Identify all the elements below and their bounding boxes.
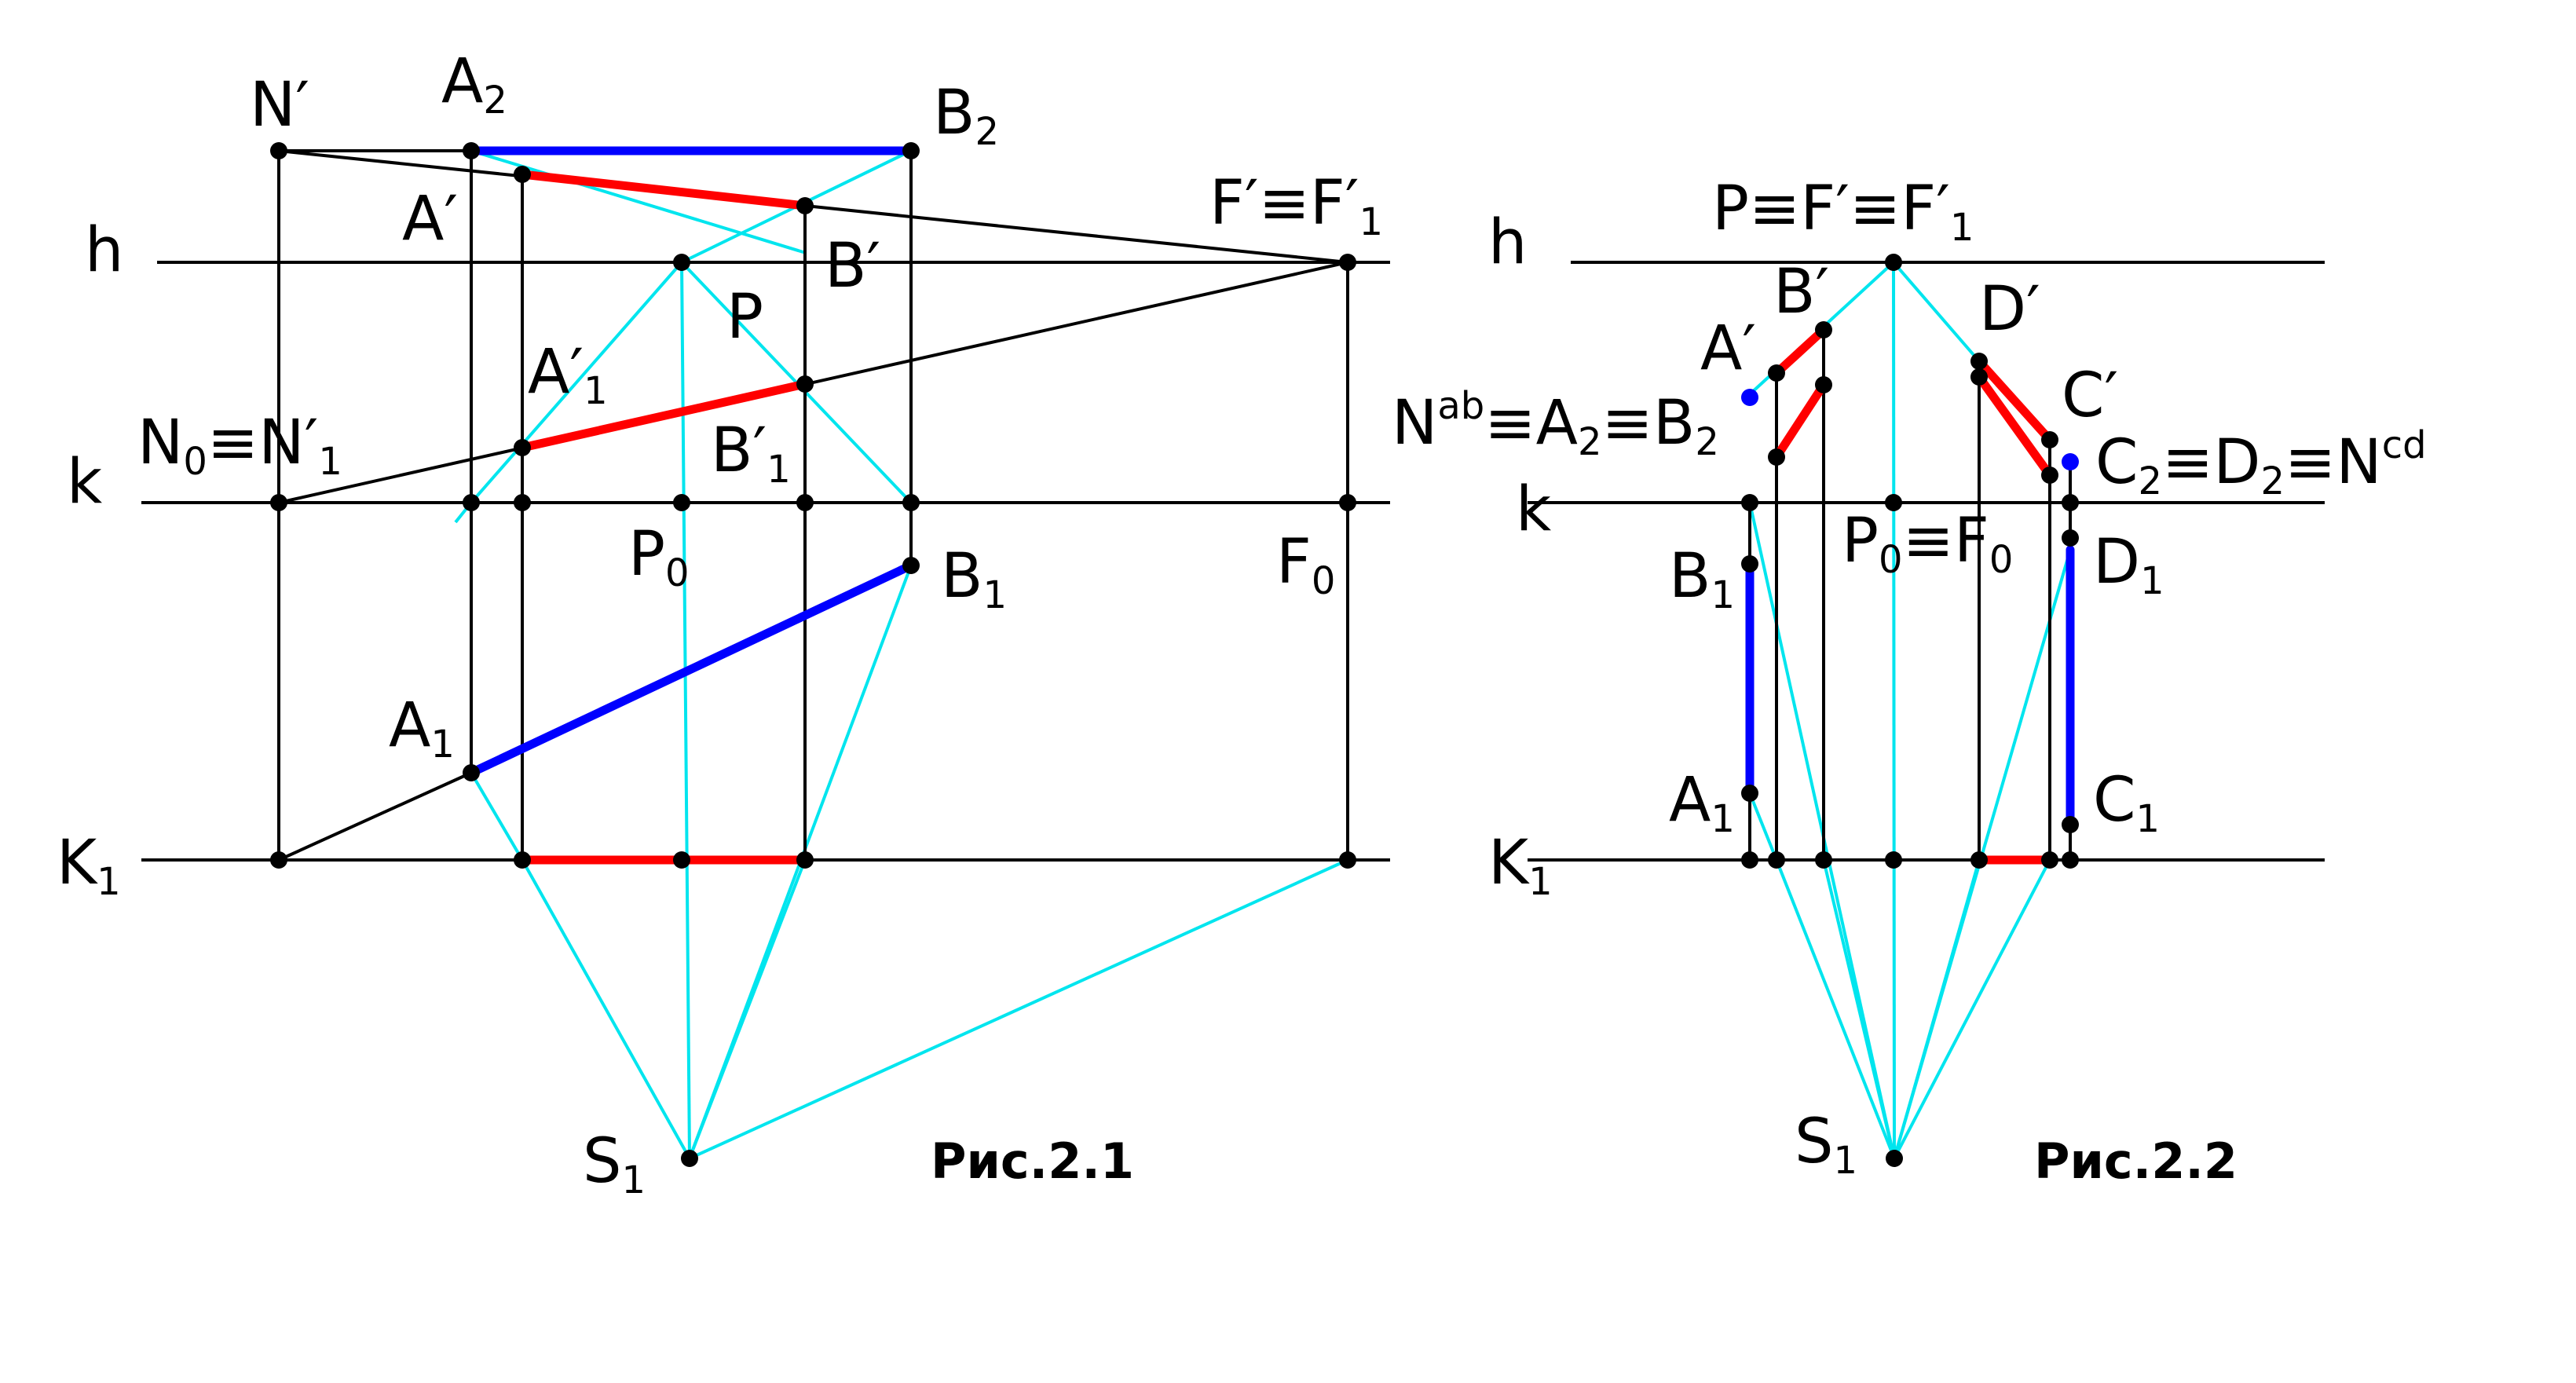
fig1-label-F: F′≡F′1 — [1209, 168, 1383, 244]
fig1-label-A2: A2 — [441, 46, 507, 123]
fig2-labels: h k K1 P≡F′≡F′1 A′ B′ D′ C′ Nab≡A2≡B2 C2… — [1392, 174, 2427, 1190]
fig1-label-S1: S1 — [583, 1126, 646, 1202]
fig1-points — [270, 142, 1356, 1167]
figure-2-1: h k K1 N′ A2 B2 A′ B′ F′≡F′1 P A′1 N0≡N′… — [57, 46, 1390, 1202]
fig1-segment-A1B1 — [467, 561, 916, 777]
fig2-label-Nab: Nab≡A2≡B2 — [1392, 384, 1719, 464]
fig1-label-B-prime: B′ — [825, 231, 880, 302]
figure-2-2: h k K1 P≡F′≡F′1 A′ B′ D′ C′ Nab≡A2≡B2 C2… — [1392, 174, 2427, 1190]
fig2-segment-AB1-prime — [1772, 380, 1828, 462]
fig2-line-label-k: k — [1516, 474, 1551, 545]
fig2-label-D1: D1 — [2093, 527, 2164, 603]
fig1-label-B1-prime: B′1 — [711, 415, 791, 492]
fig2-label-C1: C1 — [2093, 765, 2160, 841]
fig2-construction-lines — [1528, 261, 2325, 862]
fig2-label-C2: C2≡D2≡Ncd — [2095, 423, 2427, 503]
fig2-label-S1: S1 — [1795, 1107, 1857, 1183]
fig1-label-A1: A1 — [389, 690, 455, 767]
fig2-label-B-prime: B′ — [1773, 257, 1829, 327]
fig1-caption: Рис.2.1 — [931, 1132, 1134, 1190]
fig1-label-A-prime: A′ — [402, 184, 458, 254]
fig2-label-A-prime: A′ — [1700, 313, 1756, 384]
fig2-caption: Рис.2.2 — [2034, 1132, 2238, 1190]
fig2-label-B1: B1 — [1669, 541, 1735, 617]
fig2-label-A1: A1 — [1669, 765, 1735, 841]
fig1-line-label-h: h — [85, 215, 123, 286]
fig2-segment-DC-prime — [1974, 357, 2055, 445]
fig1-construction-lines — [141, 149, 1390, 862]
fig1-segments — [467, 146, 916, 865]
fig2-blue-points — [1741, 389, 2079, 470]
fig1-label-P0: P0 — [628, 519, 690, 595]
fig1-label-F0: F0 — [1276, 527, 1335, 603]
fig1-labels: h k K1 N′ A2 B2 A′ B′ F′≡F′1 P A′1 N0≡N′… — [57, 46, 1383, 1202]
fig1-label-N0: N0≡N′1 — [137, 408, 342, 484]
fig1-label-A1-prime: A′1 — [528, 337, 608, 413]
fig1-label-B2: B2 — [933, 78, 999, 154]
fig2-line-label-h: h — [1488, 207, 1527, 278]
fig1-line-label-k: k — [67, 447, 102, 518]
fig2-line-label-K1: K1 — [1488, 828, 1553, 904]
fig1-segment-AB-prime — [518, 170, 810, 210]
fig2-label-D-prime: D′ — [1979, 274, 2040, 345]
fig2-segments — [1745, 325, 2075, 865]
fig1-label-N-prime: N′ — [250, 70, 309, 141]
fig2-label-C-prime: C′ — [2062, 360, 2118, 431]
fig2-segment-DC1-prime — [1974, 372, 2055, 480]
fig1-segment-A1B1-prime — [518, 379, 810, 452]
fig1-label-B1: B1 — [941, 541, 1007, 617]
fig1-label-P: P — [726, 282, 763, 353]
fig2-segment-AB-prime — [1772, 325, 1828, 378]
fig1-line-label-K1: K1 — [57, 828, 121, 904]
fig2-label-P0: P0≡F0 — [1842, 506, 2013, 582]
fig2-points — [1741, 254, 2079, 1167]
fig2-projector-lines — [1748, 261, 2072, 1159]
fig2-label-P: P≡F′≡F′1 — [1712, 174, 1974, 250]
fig1-projector-lines — [454, 149, 1348, 1160]
